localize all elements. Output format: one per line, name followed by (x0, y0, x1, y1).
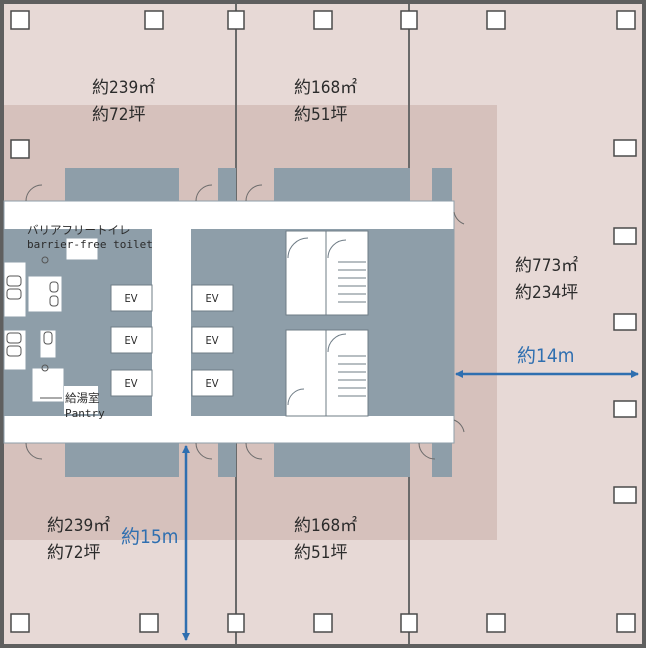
area-top-center-tsubo: 約51坪 (294, 105, 347, 125)
elevator-label: EV (205, 292, 218, 305)
toilet-fixtures (6, 256, 59, 372)
core-walls (65, 168, 452, 477)
pantry-room (64, 386, 98, 414)
pantry-label-en: Pantry (65, 407, 105, 420)
toilet-label-jp: バリアフリートイレ (27, 223, 131, 237)
structural-columns (10, 10, 637, 633)
elevator-label: EV (124, 292, 137, 305)
area-bottom-center-sqm: 約168㎡ (294, 516, 357, 536)
area-bottom-center-tsubo: 約51坪 (294, 543, 347, 563)
elevator-label: EV (124, 334, 137, 347)
dimension-label-vertical: 約15m (121, 526, 178, 548)
elevator-label: EV (205, 334, 218, 347)
area-bottom-left-sqm: 約239㎡ (47, 516, 110, 536)
area-top-left-sqm: 約239㎡ (92, 78, 155, 98)
toilet-label-en: barrier-free toilet (27, 238, 153, 251)
lobby-strip (152, 229, 191, 416)
dimension-label-horizontal: 約14m (517, 345, 574, 367)
area-top-center-sqm: 約168㎡ (294, 78, 357, 98)
stair-core (285, 230, 369, 417)
area-top-left-tsubo: 約72坪 (92, 105, 145, 125)
elevator-label: EV (205, 377, 218, 390)
pantry-label-jp: 給湯室 (65, 391, 100, 405)
elevator-boxes (110, 284, 234, 397)
area-right-tsubo: 約234坪 (515, 283, 578, 303)
area-bottom-left-tsubo: 約72坪 (47, 543, 100, 563)
elevator-label: EV (124, 377, 137, 390)
door-swings (25, 184, 465, 460)
area-right-sqm: 約773㎡ (515, 256, 578, 276)
